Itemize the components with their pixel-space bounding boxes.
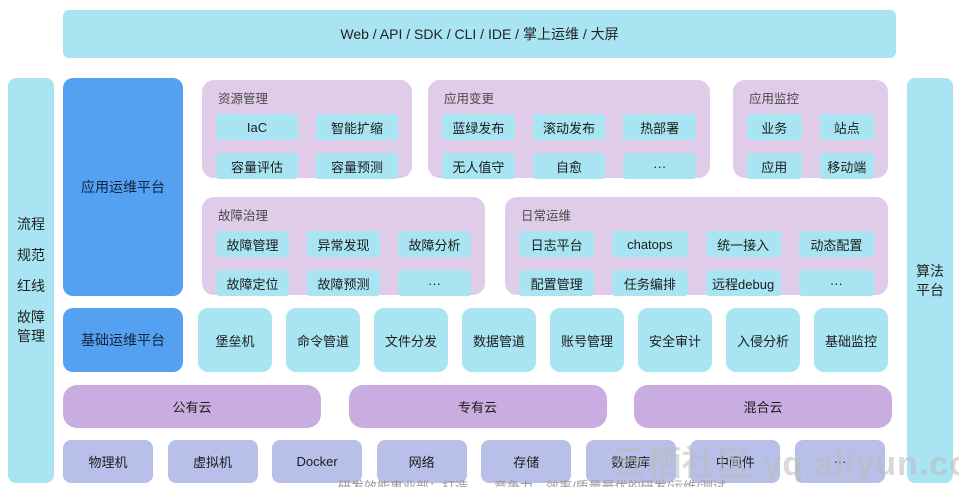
base-capability-box: 基础监控 [814, 308, 888, 372]
sidebar-line: 管理 [17, 328, 45, 344]
infrastructure-box: 网络 [376, 440, 467, 483]
capability-chip: 滚动发布 [532, 114, 606, 140]
more-chip: ··· [798, 270, 874, 296]
more-box: ··· [794, 440, 885, 483]
app-ops-platform-box: 应用运维平台 [63, 78, 183, 296]
process-governance-sidebar: 流程 规范 红线 故障 管理 [8, 78, 54, 483]
sidebar-line: 规范 [17, 247, 45, 263]
capability-chip: 远程debug [705, 270, 781, 296]
capability-chip: 配置管理 [519, 270, 595, 296]
base-capability-box: 堡垒机 [198, 308, 272, 372]
infrastructure-box: 中间件 [690, 440, 781, 483]
base-capability-box: 安全审计 [638, 308, 712, 372]
panel-items: 业务 站点 应用 移动端 [747, 114, 874, 179]
cloud-type-box: 混合云 [634, 385, 892, 428]
panel-title: 资源管理 [218, 92, 269, 106]
panel-app-change: 应用变更 蓝绿发布 滚动发布 热部署 无人值守 自愈 ··· [428, 80, 710, 179]
capability-chip: 移动端 [819, 153, 874, 179]
infrastructure-box: 存储 [481, 440, 572, 483]
panel-app-monitoring: 应用监控 业务 站点 应用 移动端 [733, 80, 888, 179]
capability-chip: IaC [216, 114, 298, 140]
algorithm-platform-sidebar: 算法 平台 [907, 78, 953, 483]
infrastructure-box: 数据库 [585, 440, 676, 483]
capability-chip: 故障管理 [216, 231, 289, 257]
capability-chip: 容量评估 [216, 153, 298, 179]
cloud-types-row: 公有云 专有云 混合云 [63, 385, 892, 428]
panel-resource-management: 资源管理 IaC 智能扩缩 容量评估 容量预测 [202, 80, 412, 179]
sidebar-line: 算法 [916, 262, 944, 279]
panel-title: 应用变更 [444, 92, 495, 106]
cloud-type-box: 专有云 [348, 385, 607, 428]
panel-daily-ops: 日常运维 日志平台 chatops 统一接入 动态配置 配置管理 任务编排 远程… [505, 197, 888, 296]
capability-chip: 日志平台 [519, 231, 595, 257]
base-capability-box: 命令管道 [286, 308, 360, 372]
capability-chip: 统一接入 [705, 231, 781, 257]
capability-chip: chatops [612, 231, 688, 257]
base-capability-box: 账号管理 [550, 308, 624, 372]
capability-chip: 动态配置 [798, 231, 874, 257]
access-channels-bar: Web / API / SDK / CLI / IDE / 掌上运维 / 大屏 [63, 10, 896, 58]
more-chip: ··· [398, 270, 471, 296]
panel-fault-governance: 故障治理 故障管理 异常发现 故障分析 故障定位 故障预测 ··· [202, 197, 485, 296]
capability-chip: 蓝绿发布 [442, 114, 515, 140]
capability-chip: 业务 [747, 114, 802, 140]
base-ops-platform-box: 基础运维平台 [63, 308, 183, 372]
infrastructure-box: Docker [272, 440, 363, 483]
panel-title: 应用监控 [749, 92, 800, 106]
capability-chip: 站点 [819, 114, 874, 140]
panel-items: 故障管理 异常发现 故障分析 故障定位 故障预测 ··· [216, 231, 471, 296]
capability-chip: 应用 [747, 153, 802, 179]
capability-chip: 容量预测 [316, 153, 398, 179]
panel-items: 蓝绿发布 滚动发布 热部署 无人值守 自愈 ··· [442, 114, 696, 179]
infrastructure-box: 物理机 [63, 440, 153, 483]
capability-chip: 故障分析 [398, 231, 471, 257]
more-chip: ··· [623, 153, 696, 179]
base-capability-box: 数据管道 [462, 308, 536, 372]
sidebar-line: 流程 [17, 216, 45, 232]
capability-chip: 无人值守 [442, 153, 515, 179]
base-capability-box: 文件分发 [374, 308, 448, 372]
cloud-type-box: 公有云 [63, 385, 321, 428]
capability-chip: 异常发现 [307, 231, 380, 257]
capability-chip: 智能扩缩 [316, 114, 398, 140]
sidebar-line: 红线 [17, 278, 45, 294]
infrastructure-box: 虚拟机 [167, 440, 258, 483]
panel-items: 日志平台 chatops 统一接入 动态配置 配置管理 任务编排 远程debug… [519, 231, 874, 296]
sidebar-line: 故障 [17, 309, 45, 325]
panel-title: 日常运维 [521, 209, 572, 223]
capability-chip: 热部署 [623, 114, 696, 140]
capability-chip: 故障定位 [216, 270, 289, 296]
capability-chip: 故障预测 [307, 270, 380, 296]
panel-items: IaC 智能扩缩 容量评估 容量预测 [216, 114, 398, 179]
panel-title: 故障治理 [218, 209, 269, 223]
capability-chip: 任务编排 [612, 270, 688, 296]
capability-chip: 自愈 [532, 153, 606, 179]
base-capabilities-row: 堡垒机 命令管道 文件分发 数据管道 账号管理 安全审计 入侵分析 基础监控 [198, 308, 888, 372]
infrastructure-row: 物理机 虚拟机 Docker 网络 存储 数据库 中间件 ··· [63, 440, 885, 483]
base-capability-box: 入侵分析 [726, 308, 800, 372]
sidebar-line: 平台 [916, 281, 944, 298]
